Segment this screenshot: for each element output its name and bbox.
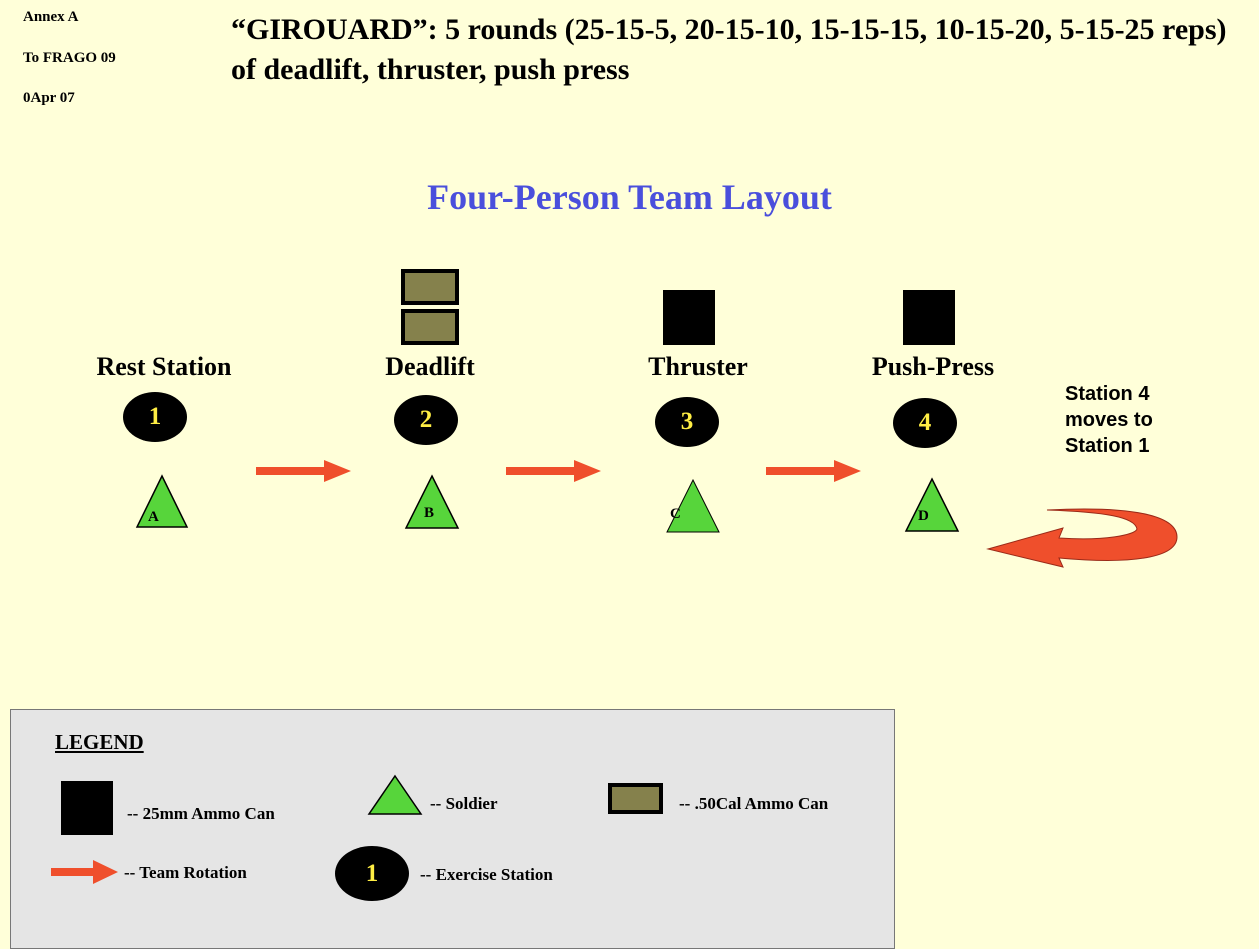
station-label: Thruster — [648, 352, 748, 381]
soldier-letter: A — [148, 509, 159, 525]
legend-title: LEGEND — [55, 730, 144, 754]
exercise-station-icon: 2 — [394, 395, 458, 445]
legend-label-soldier: -- Soldier — [430, 794, 498, 813]
frago-label: To FRAGO 09 — [23, 50, 116, 66]
team-rotation-arrow-icon — [766, 460, 861, 482]
rotation-note-line: moves to — [1065, 409, 1153, 431]
layout-subtitle: Four-Person Team Layout — [427, 177, 832, 217]
team-rotation-arrow-icon — [506, 460, 601, 482]
rotation-note-line: Station 1 — [1065, 435, 1150, 457]
station-number: 2 — [419, 406, 433, 433]
team-rotation-arrow-icon — [256, 460, 351, 482]
legend: LEGEND -- 25mm Ammo Can -- Soldier -- .5… — [10, 709, 895, 949]
station-number: 3 — [680, 408, 694, 435]
legend-label-station: -- Exercise Station — [420, 865, 553, 884]
25mm-ammo-can-icon — [903, 290, 955, 345]
station-label: Deadlift — [385, 352, 475, 381]
soldier-icon — [904, 477, 960, 532]
25mm-ammo-can-icon — [663, 290, 715, 345]
station-number: 1 — [365, 859, 379, 887]
soldier-letter: D — [918, 508, 929, 524]
return-rotation-arrow-icon — [986, 508, 1178, 568]
legend-label-50cal: -- .50Cal Ammo Can — [679, 794, 829, 813]
50cal-ammo-can-icon — [401, 269, 459, 305]
legend-label-rotation: -- Team Rotation — [124, 863, 247, 882]
station-label: Rest Station — [96, 352, 232, 381]
annex-label: Annex A — [23, 9, 79, 25]
station-label: Push-Press — [871, 352, 995, 381]
station-number: 4 — [918, 409, 932, 436]
soldier-icon — [666, 478, 720, 533]
50cal-ammo-can-icon — [401, 309, 459, 345]
soldier-icon — [135, 474, 189, 528]
soldier-letter: B — [424, 505, 435, 521]
exercise-station-icon: 1 — [335, 846, 409, 901]
soldier-icon — [404, 474, 460, 529]
workout-title: “GIROUARD”: 5 rounds (25-15-5, 20-15-10,… — [231, 13, 1227, 86]
rotation-note: Station 4 moves to Station 1 — [1065, 381, 1153, 459]
exercise-station-icon: 1 — [123, 392, 187, 442]
exercise-station-icon: 3 — [655, 397, 719, 447]
exercise-station-icon: 4 — [893, 398, 957, 448]
team-rotation-arrow-icon — [51, 860, 118, 884]
50cal-ammo-can-icon — [608, 783, 663, 814]
25mm-ammo-can-icon — [61, 781, 113, 835]
legend-label-25mm: -- 25mm Ammo Can — [127, 804, 275, 823]
date-label: 0Apr 07 — [23, 90, 75, 106]
soldier-letter: C — [670, 506, 681, 522]
station-number: 1 — [148, 403, 162, 430]
rotation-note-line: Station 4 — [1065, 383, 1150, 405]
soldier-icon — [367, 774, 423, 815]
